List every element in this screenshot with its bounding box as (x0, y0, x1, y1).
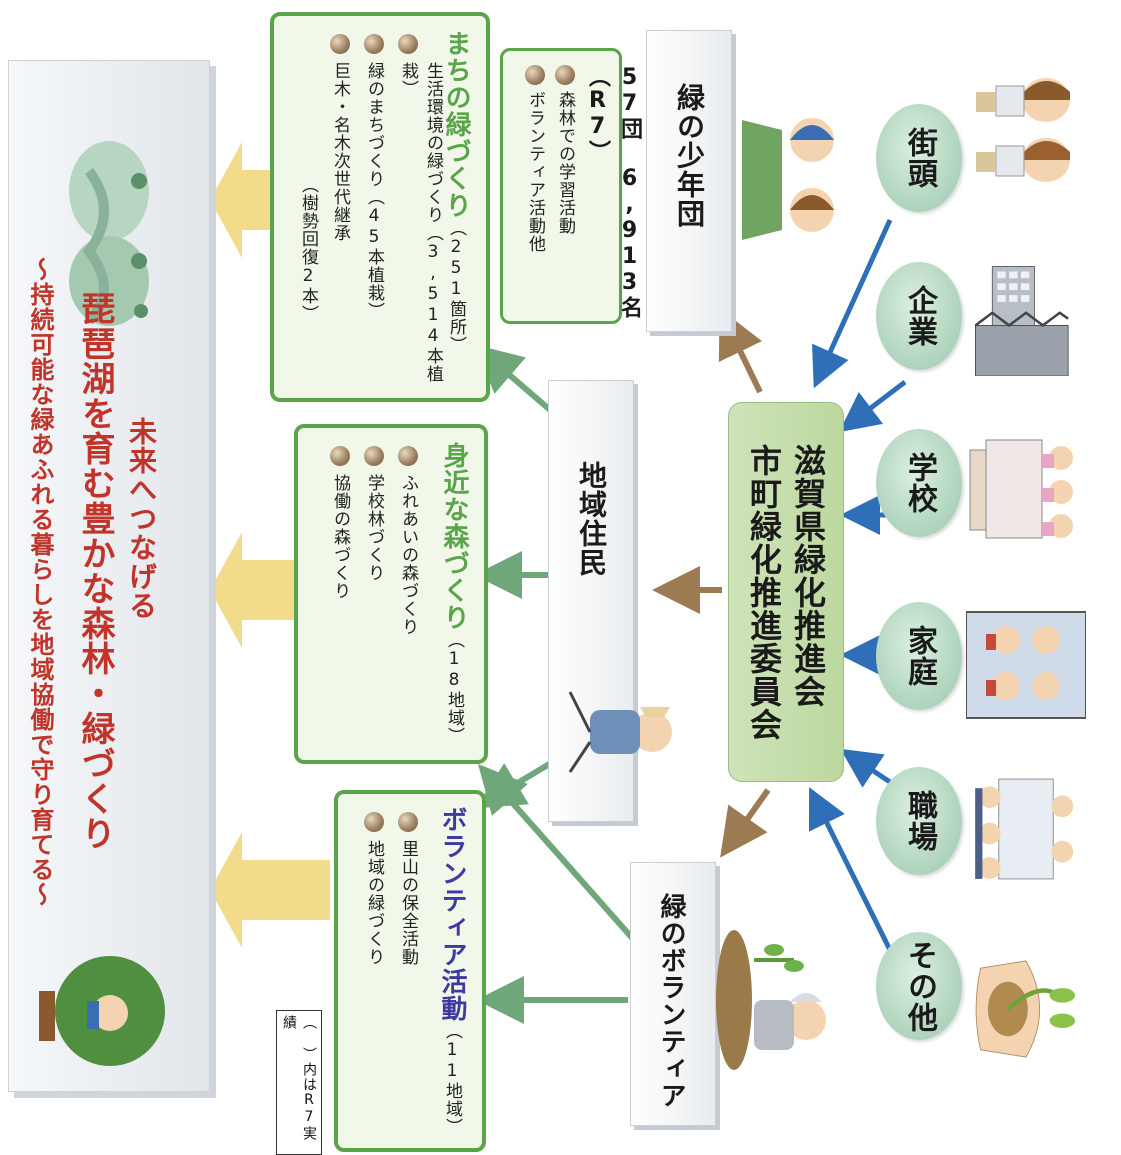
activity-forest-item-3: 協働の森づくり (330, 474, 350, 600)
resident-gardener-icon (568, 691, 672, 773)
source-other: その他 (876, 932, 962, 1040)
volunteer-planting-icon (716, 930, 826, 1070)
source-family-label: 家庭 (902, 625, 937, 687)
source-street-label: 街頭 (902, 127, 937, 189)
bullet-dot (364, 34, 384, 54)
hands-seedling-icon (975, 960, 1076, 1058)
arrow-town-result (210, 142, 270, 258)
bullet-dot (525, 65, 545, 85)
activity-town-greening: まちの緑づくり（251箇所） 生活環境の緑づくり（3,514本植栽） 緑のまちづ… (270, 12, 490, 402)
source-school: 学校 (876, 429, 962, 537)
committee-line2: 市町緑化推進委員会 (745, 443, 783, 741)
activity-town-item-1: 生活環境の緑づくり（3,514本植栽） (398, 62, 443, 383)
source-school-label: 学校 (902, 452, 937, 514)
committee-line1: 滋賀県緑化推進会 (789, 443, 827, 708)
activity-town-note: （251箇所） (446, 219, 466, 354)
group-volunteers-label: 緑のボランティア (656, 893, 686, 1109)
arrow-to-youth (718, 308, 763, 394)
source-other-label: その他 (902, 939, 937, 1033)
activity-town-item-4: （樹勢回復2本） (298, 176, 318, 323)
result-goal: 未来へつなげる 琵琶湖を育む豊かな森林・緑づくり 〜持続可能な緑あふれる暮らしを… (8, 60, 210, 1092)
source-workplace: 職場 (876, 767, 962, 875)
lake-landscape-icon (69, 141, 149, 326)
youth-item-1: 森林での学習活動 (555, 91, 575, 235)
arrow-forest-result (210, 532, 294, 648)
source-company: 企業 (876, 262, 962, 370)
activity-town-title-text: まちの緑づくり (441, 30, 471, 219)
family-icon (966, 611, 1086, 719)
activity-volunteer-note: （11地域） (442, 1022, 462, 1136)
activity-forest-title-text: 身近な森づくり (439, 442, 469, 631)
child-in-tree-icon (39, 956, 165, 1066)
source-family: 家庭 (876, 602, 962, 710)
activity-forest-note: （18地域） (444, 631, 464, 745)
bullet-dot (398, 34, 418, 54)
activity-town-title: まちの緑づくり（251箇所） (438, 30, 475, 354)
activity-town-item-2: 緑のまちづくり（45本植栽） (364, 62, 384, 320)
group-youth-label: 緑の少年団 (673, 83, 706, 228)
promotion-committee: 滋賀県緑化推進会 市町緑化推進委員会 (728, 402, 844, 782)
footnote: （ ）内はR7実績 (276, 1010, 322, 1155)
group-green-volunteers: 緑のボランティア (630, 862, 716, 1126)
arrow-volunteer-result (210, 832, 330, 948)
workplace-people-icon (975, 778, 1074, 880)
street-people-icon (976, 78, 1070, 182)
source-company-label: 企業 (902, 285, 937, 347)
activity-nearby-forest: 身近な森づくり（18地域） ふれあいの森づくり 学校林づくり 協働の森づくり (294, 424, 488, 764)
school-children-icon (969, 439, 1073, 539)
activity-forest-item-2: 学校林づくり (364, 474, 384, 582)
bullet-dot (330, 446, 350, 466)
result-line2: 琵琶湖を育む豊かな森林・緑づくり (75, 291, 115, 851)
activity-volunteer-title: ボランティア活動（11地域） (434, 806, 471, 1136)
youth-item-2: ボランティア活動他 (525, 91, 545, 253)
bullet-dot (398, 812, 418, 832)
activity-town-item-3: 巨木・名木次世代継承 (330, 62, 350, 242)
arrow-to-volunteers (720, 788, 771, 858)
activity-volunteer-title-text: ボランティア活動 (437, 806, 467, 1022)
bullet-dot (364, 446, 384, 466)
group-green-youth: 緑の少年団 (646, 30, 732, 332)
activity-volunteer-item-1: 里山の保全活動 (398, 840, 418, 966)
activity-forest-title: 身近な森づくり（18地域） (436, 442, 473, 745)
result-line1: 未来へつなげる (125, 417, 158, 620)
result-line3: 〜持続可能な緑あふれる暮らしを地域協働で守り育てる〜 (26, 257, 54, 907)
bullet-dot (398, 446, 418, 466)
arrow-company (839, 380, 907, 433)
youth-info-box: 57団 6,913名（R7） 森林での学習活動 ボランティア活動他 (500, 48, 642, 324)
source-street: 街頭 (876, 104, 962, 212)
youth-stats: 57団 6,913名（R7） (585, 65, 642, 319)
company-building-icon (974, 266, 1069, 376)
arrow-vol-forest (478, 764, 637, 942)
bullet-dot (364, 812, 384, 832)
youth-kids-icon (742, 118, 834, 240)
activity-volunteer-item-2: 地域の緑づくり (364, 840, 384, 966)
activity-volunteer: ボランティア活動（11地域） 里山の保全活動 地域の緑づくり (334, 790, 486, 1152)
bullet-dot (330, 34, 350, 54)
activity-forest-item-1: ふれあいの森づくり (398, 474, 418, 636)
arrow-other (808, 787, 893, 952)
arrow-res-town (473, 344, 558, 418)
committee-text: 滋賀県緑化推進会 市町緑化推進委員会 (742, 444, 830, 741)
arrow-street (812, 218, 893, 389)
group-residents-label: 地域住民 (575, 461, 608, 577)
bullet-dot (555, 65, 575, 85)
source-workplace-label: 職場 (902, 790, 937, 852)
